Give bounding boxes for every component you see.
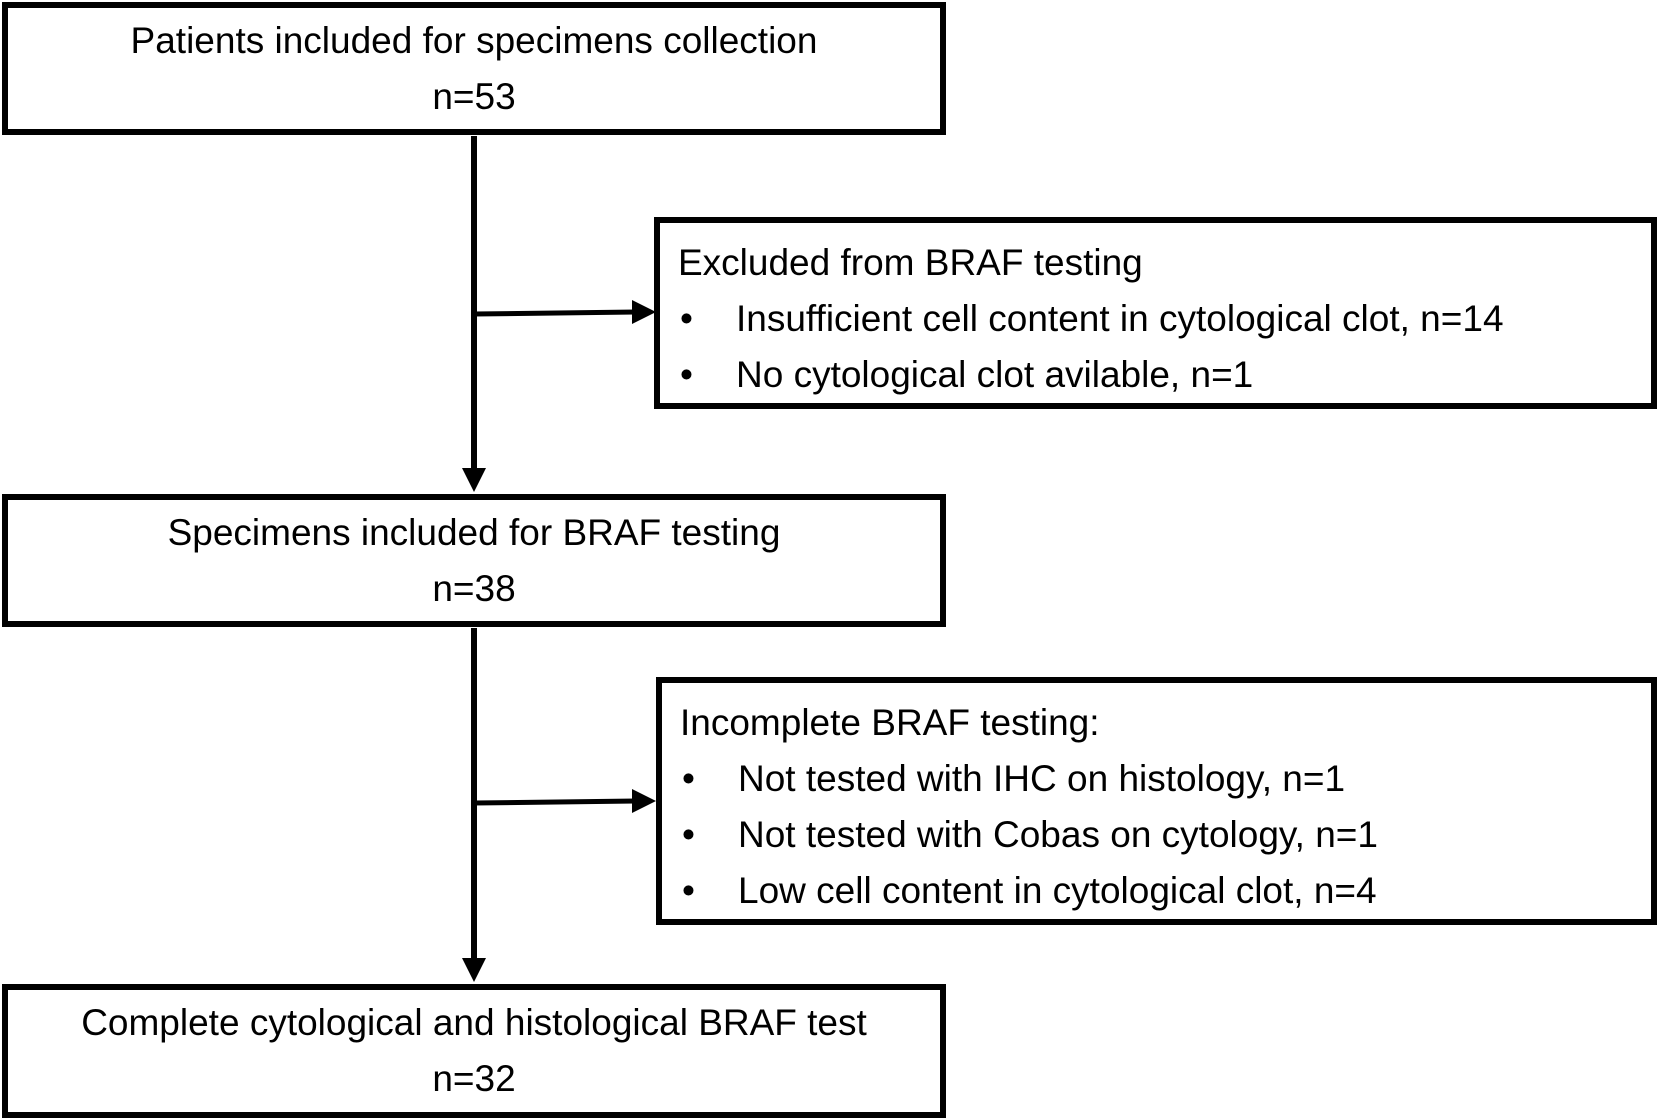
excluded-heading: Excluded from BRAF testing xyxy=(678,242,1143,283)
arrow-to-incomplete xyxy=(473,798,641,806)
arrowhead-complete xyxy=(462,958,486,982)
list-item: • No cytological clot avilable, n=1 xyxy=(678,347,1651,403)
arrowhead-specimens xyxy=(462,468,486,492)
bullet: • xyxy=(680,298,693,339)
list-item: • Insufficient cell content in cytologic… xyxy=(678,291,1651,347)
specimens-box: Specimens included for BRAF testing n=38 xyxy=(2,494,946,627)
excluded-list: • Insufficient cell content in cytologic… xyxy=(678,291,1651,403)
complete-box: Complete cytological and histological BR… xyxy=(2,984,946,1118)
bullet: • xyxy=(680,354,693,395)
list-item: • Low cell content in cytological clot, … xyxy=(680,863,1651,919)
incomplete-heading: Incomplete BRAF testing: xyxy=(680,702,1100,743)
specimens-count: n=38 xyxy=(432,567,516,609)
patients-count: n=53 xyxy=(432,75,516,117)
incomplete-item-1: Not tested with IHC on histology, n=1 xyxy=(738,758,1346,799)
arrowhead-excluded xyxy=(632,300,656,324)
patients-box: Patients included for specimens collecti… xyxy=(2,2,946,135)
incomplete-item-3: Low cell content in cytological clot, n=… xyxy=(738,870,1377,911)
bullet: • xyxy=(682,814,695,855)
excluded-box: Excluded from BRAF testing • Insufficien… xyxy=(654,217,1657,409)
excluded-item-2: No cytological clot avilable, n=1 xyxy=(736,354,1254,395)
list-item: • Not tested with IHC on histology, n=1 xyxy=(680,751,1651,807)
incomplete-list: • Not tested with IHC on histology, n=1 … xyxy=(680,751,1651,919)
complete-title: Complete cytological and histological BR… xyxy=(81,1002,867,1043)
arrow-to-excluded xyxy=(473,309,641,317)
complete-count: n=32 xyxy=(432,1058,516,1099)
incomplete-item-2: Not tested with Cobas on cytology, n=1 xyxy=(738,814,1378,855)
arrowhead-incomplete xyxy=(632,789,656,813)
patients-title: Patients included for specimens collecti… xyxy=(130,19,818,61)
incomplete-box: Incomplete BRAF testing: • Not tested wi… xyxy=(656,677,1657,925)
list-item: • Not tested with Cobas on cytology, n=1 xyxy=(680,807,1651,863)
bullet: • xyxy=(682,758,695,799)
bullet: • xyxy=(682,870,695,911)
specimens-title: Specimens included for BRAF testing xyxy=(167,511,781,553)
excluded-item-1: Insufficient cell content in cytological… xyxy=(736,298,1504,339)
